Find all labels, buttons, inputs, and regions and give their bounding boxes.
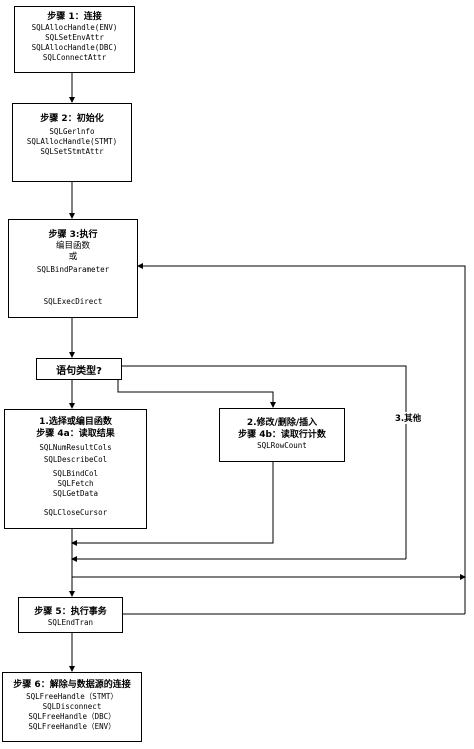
step3-execute-box: 步骤 3:执行 编目函数 或 SQLBindParameter SQLExecD… (8, 219, 138, 318)
step2-call: SQLAllocHandle(STMT) (26, 137, 118, 146)
step6-call: SQLFreeHandle（DBC） (28, 712, 116, 721)
branch1-step-title: 步骤 4a：读取结果 (36, 429, 115, 439)
step1-call: SQLAllocHandle(DBC) (31, 43, 118, 52)
branch2-title: 2.修改/删除/插入 (246, 418, 318, 428)
step6-disconnect-box: 步骤 6：解除与数据源的连接 SQLFreeHandle（STMT） SQLDi… (2, 672, 142, 742)
arrow-branch2-merge (71, 462, 274, 546)
step3-catalog-functions: 编目函数 (55, 241, 90, 251)
branch1-call: SQLDescribeCol (43, 455, 108, 464)
branch1-close-cursor: SQLCloseCursor (43, 508, 108, 517)
arrow-decision-branch2 (117, 378, 276, 408)
step5-transaction-box: 步骤 5：执行事务 SQLEndTran (18, 597, 123, 633)
step3-or: 或 (68, 252, 78, 262)
step5-title: 步骤 5：执行事务 (34, 607, 107, 617)
step6-call: SQLFreeHandle（ENV） (28, 722, 116, 731)
decision-label: 语句类型? (56, 366, 102, 377)
branch1-call: SQLGetData (52, 489, 99, 498)
branch2-row-count-box: 2.修改/删除/插入 步骤 4b：读取行计数 SQLRowCount (219, 408, 345, 462)
step2-call: SQLSetStmtAttr (40, 147, 104, 156)
step1-title: 步骤 1：连接 (47, 12, 102, 22)
step5-call: SQLEndTran (47, 618, 94, 627)
branch2-call: SQLRowCount (257, 441, 307, 450)
step3-bind-parameter: SQLBindParameter (36, 265, 110, 274)
branch1-call: SQLFetch (57, 479, 94, 488)
step1-call: SQLAllocHandle(ENV) (31, 23, 118, 32)
step2-title: 步骤 2：初始化 (40, 114, 104, 124)
statement-type-decision: 语句类型? (36, 358, 122, 380)
branch1-call: SQLBindCol (52, 469, 99, 478)
step6-call: SQLDisconnect (42, 702, 102, 711)
step3-exec-direct: SQLExecDirect (43, 297, 103, 306)
step1-connect-box: 步骤 1：连接 SQLAllocHandle(ENV) SQLSetEnvAtt… (14, 6, 135, 73)
branch2-step-title: 步骤 4b：读取行计数 (238, 430, 326, 440)
step1-call: SQLConnectAttr (42, 53, 107, 62)
step1-call: SQLSetEnvAttr (45, 33, 104, 42)
branch1-call: SQLNumResultCols (39, 443, 112, 452)
branch1-fetch-results-box: 1.选择或编目函数 步骤 4a：读取结果 SQLNumResultCols SQ… (4, 409, 147, 529)
step2-initialize-box: 步骤 2：初始化 SQLGerlnfo SQLAllocHandle(STMT)… (12, 103, 132, 182)
step3-title: 步骤 3:执行 (48, 230, 98, 240)
arrow-loop-step3 (137, 263, 466, 614)
step6-title: 步骤 6：解除与数据源的连接 (13, 680, 131, 690)
step6-call: SQLFreeHandle（STMT） (26, 692, 118, 701)
branch3-label: 3.其他 (394, 412, 423, 424)
line-decision-branch3 (122, 365, 407, 559)
step2-call: SQLGerlnfo (49, 127, 95, 136)
branch1-title: 1.选择或编目函数 (39, 417, 112, 427)
